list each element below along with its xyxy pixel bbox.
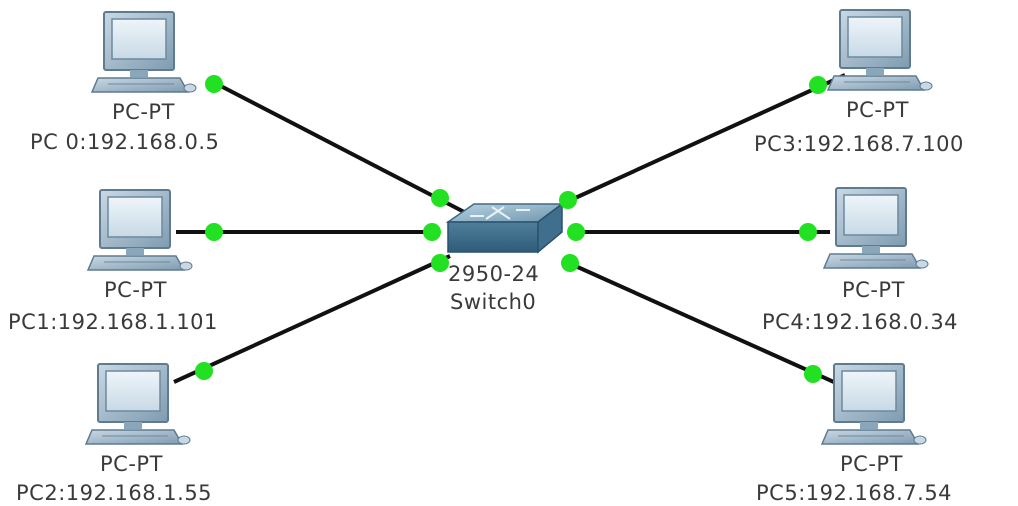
pc0-device[interactable] [91,11,197,93]
link-light-pc2-end [195,362,213,380]
link-light-pc2-switch-end [431,254,449,272]
link-light-pc5-end [804,365,822,383]
pc4-address-label: PC4:192.168.0.34 [762,310,959,334]
pc2-device[interactable] [85,363,191,445]
pc4-device[interactable] [823,187,929,269]
switch0-model-label: 2950-24 [448,262,540,286]
link-light-pc1-switch-end [423,223,441,241]
switch0-name-label: Switch0 [450,290,537,314]
pc1-type-label: PC-PT [104,278,167,302]
link-light-pc0-switch-end [431,189,449,207]
pc2-address-label: PC2:192.168.1.55 [16,481,213,505]
link-light-pc4-end [799,223,817,241]
switch0-device[interactable] [445,202,565,254]
link-light-pc3-switch-end [559,191,577,209]
pc4-type-label: PC-PT [842,278,905,302]
pc0-type-label: PC-PT [112,100,175,124]
pc3-address-label: PC3:192.168.7.100 [754,132,964,156]
link-light-pc5-switch-end [561,254,579,272]
pc5-device[interactable] [821,363,927,445]
pc0-address-label: PC 0:192.168.0.5 [30,130,220,154]
link-pc2-switch [173,254,451,384]
pc1-address-label: PC1:192.168.1.101 [8,310,218,334]
link-light-pc3-end [809,76,827,94]
link-status-lights [195,75,827,383]
link-pc0-switch [212,80,471,217]
link-pc3-switch [561,73,846,206]
pc5-type-label: PC-PT [840,452,903,476]
pc5-address-label: PC5:192.168.7.54 [756,481,953,505]
link-pc5-switch [561,258,846,389]
link-light-pc4-switch-end [567,223,585,241]
link-light-pc0-end [205,75,223,93]
pc2-type-label: PC-PT [100,452,163,476]
link-light-pc1-end [205,223,223,241]
pc3-device[interactable] [827,9,933,91]
pc3-type-label: PC-PT [846,98,909,122]
